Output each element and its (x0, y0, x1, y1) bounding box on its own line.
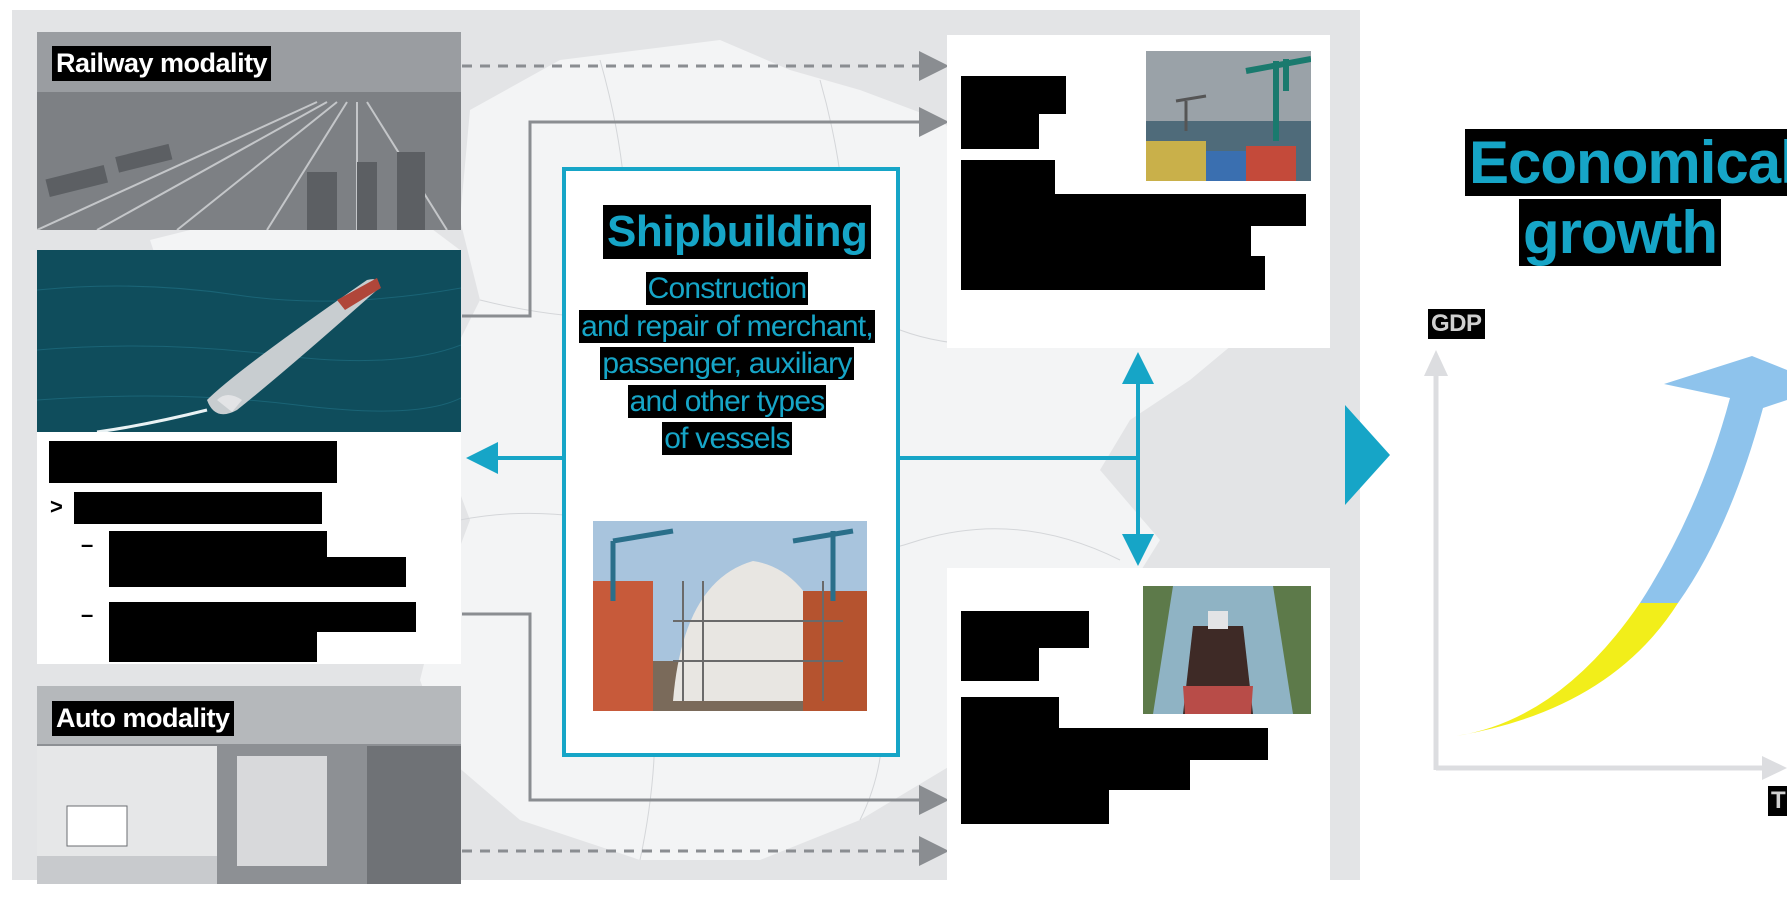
redacted-river-6 (961, 790, 1109, 824)
desc-line-3: passenger, auxiliary (600, 347, 854, 380)
port-box (947, 35, 1330, 348)
redacted-port-4 (961, 194, 1306, 226)
redacted-port-5 (961, 226, 1251, 256)
redacted-subitem-1a (109, 531, 327, 557)
x-axis-label: T (1768, 786, 1787, 816)
redacted-heading (49, 441, 337, 483)
y-axis-arrowhead (1424, 350, 1448, 376)
growth-chart (1424, 350, 1787, 780)
railway-label: Railway modality (52, 46, 272, 81)
growth-blue-arrow (1640, 356, 1787, 603)
eco-line-2: growth (1519, 199, 1721, 266)
redacted-river-1 (961, 611, 1089, 648)
port-photo (1146, 51, 1311, 181)
x-axis-arrowhead (1762, 756, 1787, 780)
growth-yellow-segment (1456, 603, 1678, 736)
river-barge-photo (1143, 586, 1311, 714)
dash-1: – (81, 532, 94, 557)
redacted-port-1 (961, 76, 1066, 114)
redacted-item (74, 492, 322, 524)
economic-growth-title: Economical growth (1465, 128, 1787, 268)
redacted-river-2 (961, 648, 1039, 681)
river-box (947, 568, 1330, 881)
shipyard-photo (593, 521, 867, 711)
redacted-port-6 (961, 256, 1265, 290)
desc-line-4: and other types (627, 384, 827, 418)
sea-box: > – – (37, 250, 461, 664)
redacted-river-4 (961, 728, 1268, 760)
redacted-port-2 (961, 114, 1039, 149)
redacted-subitem-1b (109, 557, 406, 587)
desc-line-2: and repair of merchant, (579, 309, 875, 343)
sea-ship-photo (37, 250, 461, 432)
sea-to-river-arrow (462, 612, 949, 815)
bullet-gt: > (50, 494, 63, 519)
shipbuilding-title: Shipbuilding (603, 205, 872, 259)
redacted-river-3 (961, 697, 1059, 729)
redacted-subitem-2b (109, 632, 317, 662)
eco-line-1: Economical (1465, 129, 1787, 196)
auto-label: Auto modality (52, 701, 234, 736)
desc-line-1: Construction (645, 272, 809, 305)
redacted-river-5 (961, 760, 1190, 790)
sea-to-port-arrow (462, 107, 949, 318)
big-right-arrow (1345, 405, 1390, 505)
redacted-port-3 (961, 160, 1055, 195)
auto-box (37, 686, 461, 886)
desc-line-5: of vessels (662, 422, 792, 455)
dash-2: – (81, 602, 94, 627)
y-axis-label: GDP (1428, 309, 1485, 339)
shipbuilding-description: Construction and repair of merchant, pas… (562, 270, 892, 458)
redacted-subitem-2a (109, 602, 416, 632)
